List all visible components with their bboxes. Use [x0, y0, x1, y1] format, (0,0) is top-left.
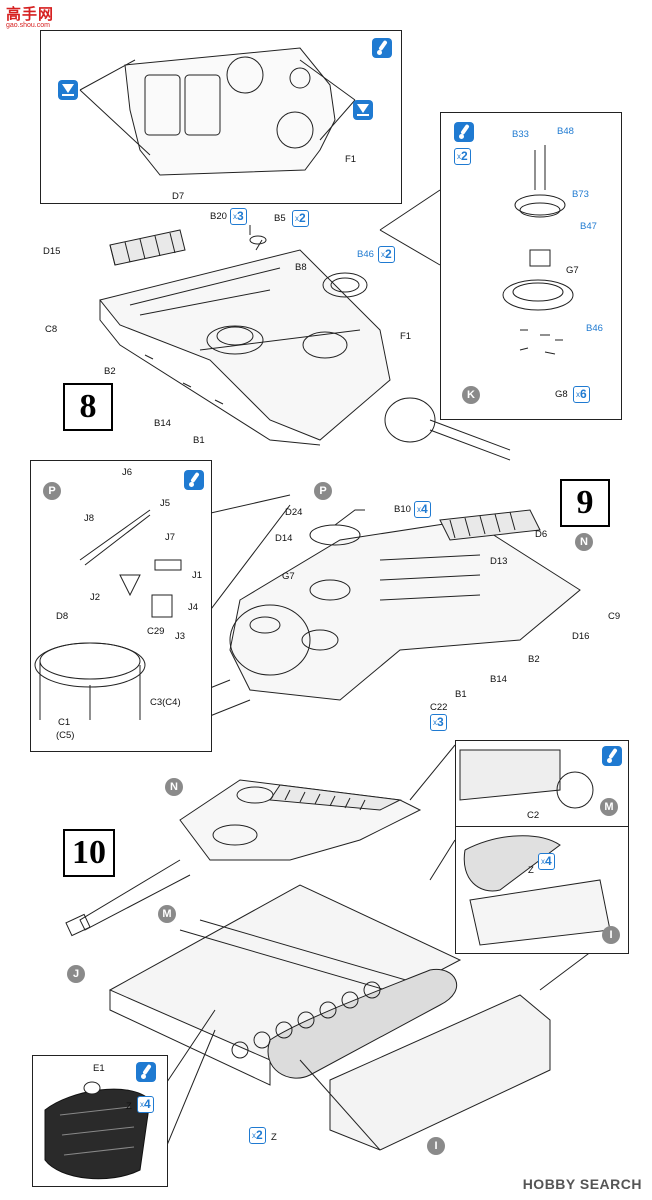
part-label: Z [271, 1132, 277, 1143]
part-label: B2 [104, 366, 116, 377]
part-label: B14 [490, 674, 507, 685]
step10-assembly-drawing [65, 744, 601, 1151]
cut-icon [58, 80, 78, 100]
part-label: B33 [512, 129, 529, 140]
site-logo-url: gao.shou.com [6, 22, 50, 29]
marker-j: J [67, 965, 85, 983]
part-label: B48 [557, 126, 574, 137]
part-label: C8 [45, 324, 58, 335]
part-label: B46 [357, 249, 374, 260]
part-label: C9 [608, 611, 621, 622]
site-logo-text: 高手网 [6, 6, 55, 23]
part-label: B20 [210, 211, 227, 222]
part-label: E1 [93, 1063, 105, 1074]
qty-badge: x3 [430, 714, 447, 731]
marker-p: P [43, 482, 61, 500]
qty-badge: x4 [538, 853, 555, 870]
watermark: HOBBY SEARCH [522, 1176, 642, 1192]
part-label: C1 [58, 717, 71, 728]
qty-badge: x4 [414, 501, 431, 518]
part-label: Z [126, 1101, 132, 1112]
step-number-8: 8 [63, 383, 113, 431]
part-label: J5 [160, 498, 171, 509]
part-label: B8 [295, 262, 307, 273]
part-label: G7 [282, 571, 295, 582]
part-label: B47 [580, 221, 597, 232]
marker-m: M [158, 905, 176, 923]
part-label: J6 [122, 467, 133, 478]
step-number-10: 10 [63, 829, 115, 877]
step9-hull-drawing [179, 509, 581, 721]
part-label: B10 [394, 504, 411, 515]
part-label: D16 [572, 631, 590, 642]
part-label: J2 [90, 592, 101, 603]
glue-icon [454, 122, 474, 142]
part-label: B5 [274, 213, 286, 224]
part-label: D15 [43, 246, 61, 257]
marker-p: P [314, 482, 332, 500]
step8-top-inset [40, 30, 402, 204]
step-number-9: 9 [560, 479, 610, 527]
glue-icon [602, 746, 622, 766]
part-label: B73 [572, 189, 589, 200]
part-label: J4 [188, 602, 199, 613]
part-label: B1 [455, 689, 467, 700]
part-label: J3 [175, 631, 186, 642]
part-label: C2 [527, 810, 540, 821]
qty-badge: x2 [378, 246, 395, 263]
part-label: B14 [154, 418, 171, 429]
part-label: D7 [172, 191, 185, 202]
part-label: B46 [586, 323, 603, 334]
part-label: D24 [285, 507, 303, 518]
step8-hull-drawing [99, 225, 511, 461]
part-label: F1 [400, 331, 412, 342]
cut-icon [353, 100, 373, 120]
marker-n: N [165, 778, 183, 796]
part-label: D6 [535, 529, 548, 540]
part-label: J8 [84, 513, 95, 524]
part-label: J1 [192, 570, 203, 581]
qty-badge: x4 [137, 1096, 154, 1113]
part-label: C22 [430, 702, 448, 713]
part-label: Z [528, 865, 534, 876]
qty-badge: x2 [249, 1127, 266, 1144]
glue-icon [372, 38, 392, 58]
marker-m: M [600, 798, 618, 816]
marker-i: I [427, 1137, 445, 1155]
part-label: B2 [528, 654, 540, 665]
part-label: D8 [56, 611, 69, 622]
qty-badge: x2 [292, 210, 309, 227]
part-label: G8 [555, 389, 568, 400]
part-label: G7 [566, 265, 579, 276]
part-label: F1 [345, 154, 357, 165]
marker-k: K [462, 386, 480, 404]
marker-i: I [602, 926, 620, 944]
part-label: J7 [165, 532, 176, 543]
step9-left-inset [30, 460, 212, 752]
part-label: B1 [193, 435, 205, 446]
qty-badge: x3 [230, 208, 247, 225]
qty-badge: x6 [573, 386, 590, 403]
part-label: C3(C4) [150, 697, 181, 708]
qty-badge: x2 [454, 148, 471, 165]
part-label: D14 [275, 533, 293, 544]
site-logo: 高手网 gao.shou.com [6, 3, 54, 29]
part-label: (C5) [56, 730, 75, 741]
part-label: D13 [490, 556, 508, 567]
marker-n: N [575, 533, 593, 551]
glue-icon [136, 1062, 156, 1082]
glue-icon [184, 470, 204, 490]
part-label: C29 [147, 626, 165, 637]
